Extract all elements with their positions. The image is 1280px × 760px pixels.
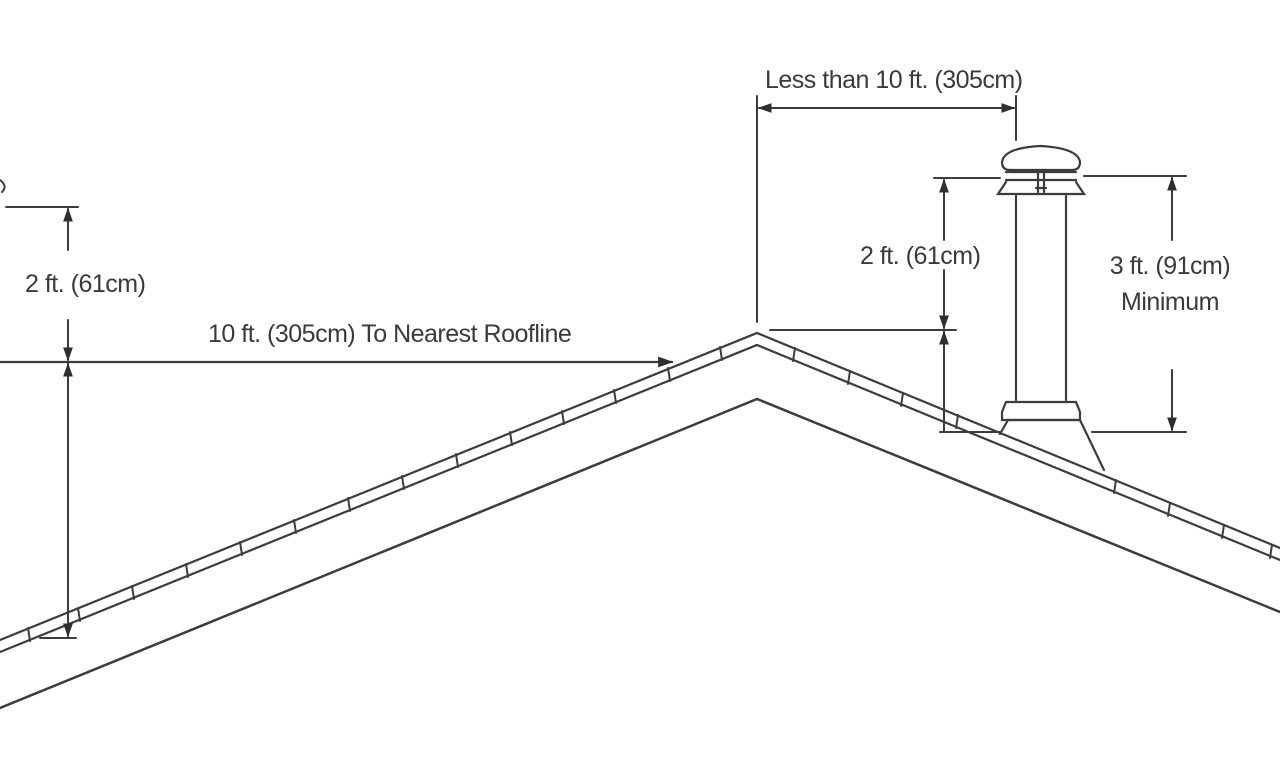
label-minimum: Minimum <box>1121 288 1219 316</box>
label-2ft-left: 2 ft. (61cm) <box>25 270 146 298</box>
label-less-than-10ft: Less than 10 ft. (305cm) <box>765 66 1023 94</box>
roof-ridge <box>0 331 1280 710</box>
rain-cap <box>995 144 1087 196</box>
label-2ft-right: 2 ft. (61cm) <box>860 242 981 270</box>
dimension-3ft-minimum <box>1083 175 1187 433</box>
label-10ft-roofline: 10 ft. (305cm) To Nearest Roofline <box>208 320 572 348</box>
dimension-less-than-10ft <box>756 95 1017 323</box>
dimension-2ft-left <box>0 179 79 639</box>
label-3ft: 3 ft. (91cm) <box>1109 252 1231 280</box>
dimension-2ft-right <box>769 177 1001 433</box>
chimney-pipe <box>995 144 1106 472</box>
